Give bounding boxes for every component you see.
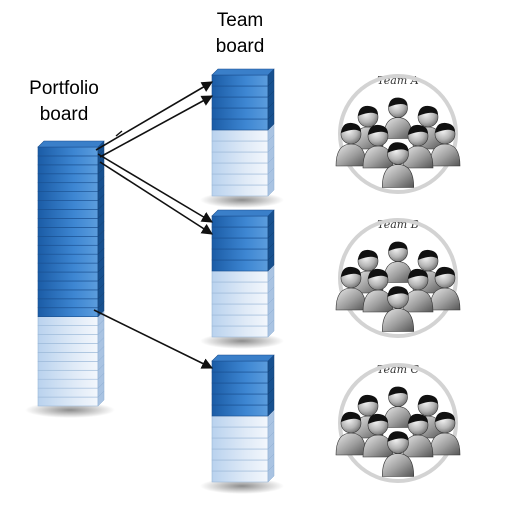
person-icon [362,124,394,169]
team-ring [338,218,458,338]
person-icon [429,122,461,167]
team-b-board-stack [200,209,284,349]
boards-layer [25,68,284,494]
team-ring [338,74,458,194]
arrow-portfolio-to-team-c [93,309,214,369]
team-group-b: Team B [335,218,461,338]
team-board-label: Team board [205,8,275,60]
team-c-board-stack [200,354,284,494]
team-a-board-stack-top [211,68,275,76]
portfolio-board-label-line1: Portfolio [29,78,99,99]
teams-layer: Team A Team B Team C [335,74,461,483]
team-a-board-stack [200,68,284,208]
person-icon [402,413,434,458]
team-board-label-line2: board [215,36,265,57]
person-icon [429,266,461,311]
person-icon [383,386,413,428]
arrow-portfolio-to-team-b-1 [97,153,213,223]
arrows-layer [93,81,214,369]
portfolio-board-stack-slice [37,327,105,345]
team-group-c: Team C [335,363,461,483]
portfolio-board-label: Portfolio board [14,76,114,128]
team-group-a: Team A [335,74,461,194]
person-icon [429,411,461,456]
person-icon [383,241,413,283]
team-board-label-line1: Team [216,10,264,31]
portfolio-board-stack-top [37,140,105,148]
team-b-board-stack-top [211,209,275,217]
person-icon [362,268,394,313]
person-icon [362,413,394,458]
arrow-portfolio-to-team-a-1 [95,81,213,151]
person-icon [335,411,367,456]
team-c-board-stack-top [211,354,275,362]
arrow-portfolio-to-team-b-2 [99,161,213,235]
portfolio-board-stack [25,140,115,418]
arrow-portfolio-to-team-a-2 [99,95,213,158]
person-icon [381,142,415,188]
team-ring [338,363,458,483]
arrow-tick-mark [115,130,123,137]
person-icon [402,124,434,169]
portfolio-board-label-line2: board [39,104,89,125]
person-icon [335,122,367,167]
person-icon [335,266,367,311]
person-icon [402,268,434,313]
person-icon [383,97,413,139]
person-icon [381,431,415,477]
person-icon [381,286,415,332]
